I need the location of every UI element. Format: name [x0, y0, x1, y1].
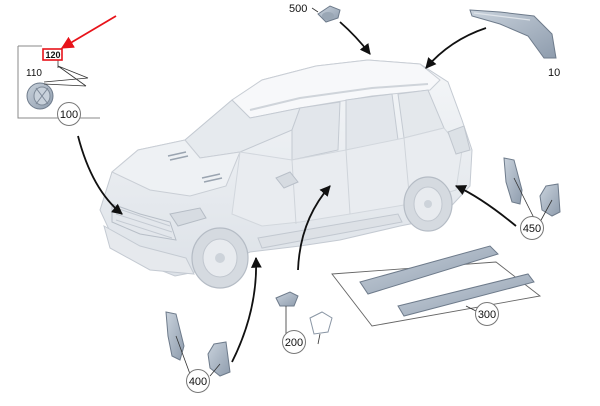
grille-bars	[115, 207, 173, 239]
arrow-200	[297, 185, 331, 271]
rear-wheel	[403, 176, 453, 232]
arrow-10	[425, 27, 487, 69]
arrow-100	[77, 135, 123, 215]
callout-110: 110	[26, 68, 42, 79]
running-board-right	[397, 273, 535, 317]
part-300-running-boards	[331, 245, 542, 327]
highlight-arrow	[60, 15, 117, 49]
part-10-spoiler	[469, 9, 557, 59]
callout-400: 400	[186, 369, 210, 393]
front-grille	[111, 203, 177, 241]
arrow-500	[339, 21, 371, 55]
front-wheel	[191, 227, 249, 289]
callout-text-450: 450	[523, 223, 541, 235]
leader-lines-400	[175, 335, 221, 377]
callout-circle-100	[57, 102, 81, 126]
callout-100: 100	[57, 102, 81, 126]
side-window-front	[291, 101, 341, 161]
vehicle-illustration	[99, 59, 473, 289]
callout-120-highlight-box	[42, 48, 63, 61]
arrow-400	[231, 256, 262, 363]
inset-panel-100	[17, 45, 100, 119]
arrow-450	[455, 185, 517, 227]
callout-450: 450	[520, 216, 544, 240]
running-board-left	[359, 245, 499, 295]
callout-500: 500	[289, 3, 319, 15]
callout-circle-300	[475, 302, 499, 326]
callout-circle-200	[282, 330, 306, 354]
callout-200: 200	[282, 330, 306, 354]
callout-text-110: 110	[26, 68, 42, 79]
part-500-sensor	[317, 5, 341, 23]
headlight	[169, 207, 207, 227]
leader-lines-110	[43, 65, 89, 87]
hood-vent	[167, 151, 223, 183]
front-bumper	[103, 224, 195, 275]
tail-light	[447, 125, 471, 155]
callout-text-500: 500	[289, 3, 307, 15]
callout-circle-400	[186, 369, 210, 393]
roof-rail	[249, 83, 429, 111]
callout-text-200: 200	[285, 337, 303, 349]
running-board	[257, 213, 403, 249]
part-400-front-mudflaps	[165, 311, 231, 377]
callout-text-100: 100	[60, 109, 78, 121]
part-200-mirror-parts	[275, 291, 333, 345]
callout-text-400: 400	[189, 376, 207, 388]
callout-10: 10	[548, 67, 560, 79]
part-450-rear-mudflaps	[503, 157, 561, 223]
callout-text-300: 300	[478, 309, 496, 321]
leader-lines-450	[513, 177, 553, 223]
callout-text-120: 120	[46, 50, 61, 60]
side-mirror	[275, 171, 299, 189]
callout-120: 120	[42, 48, 63, 61]
callout-text-10: 10	[548, 67, 560, 79]
callout-circle-450	[520, 216, 544, 240]
emblem-part-110	[26, 82, 54, 110]
callout-300: 300	[475, 302, 499, 326]
assembly-arrows	[77, 21, 517, 363]
